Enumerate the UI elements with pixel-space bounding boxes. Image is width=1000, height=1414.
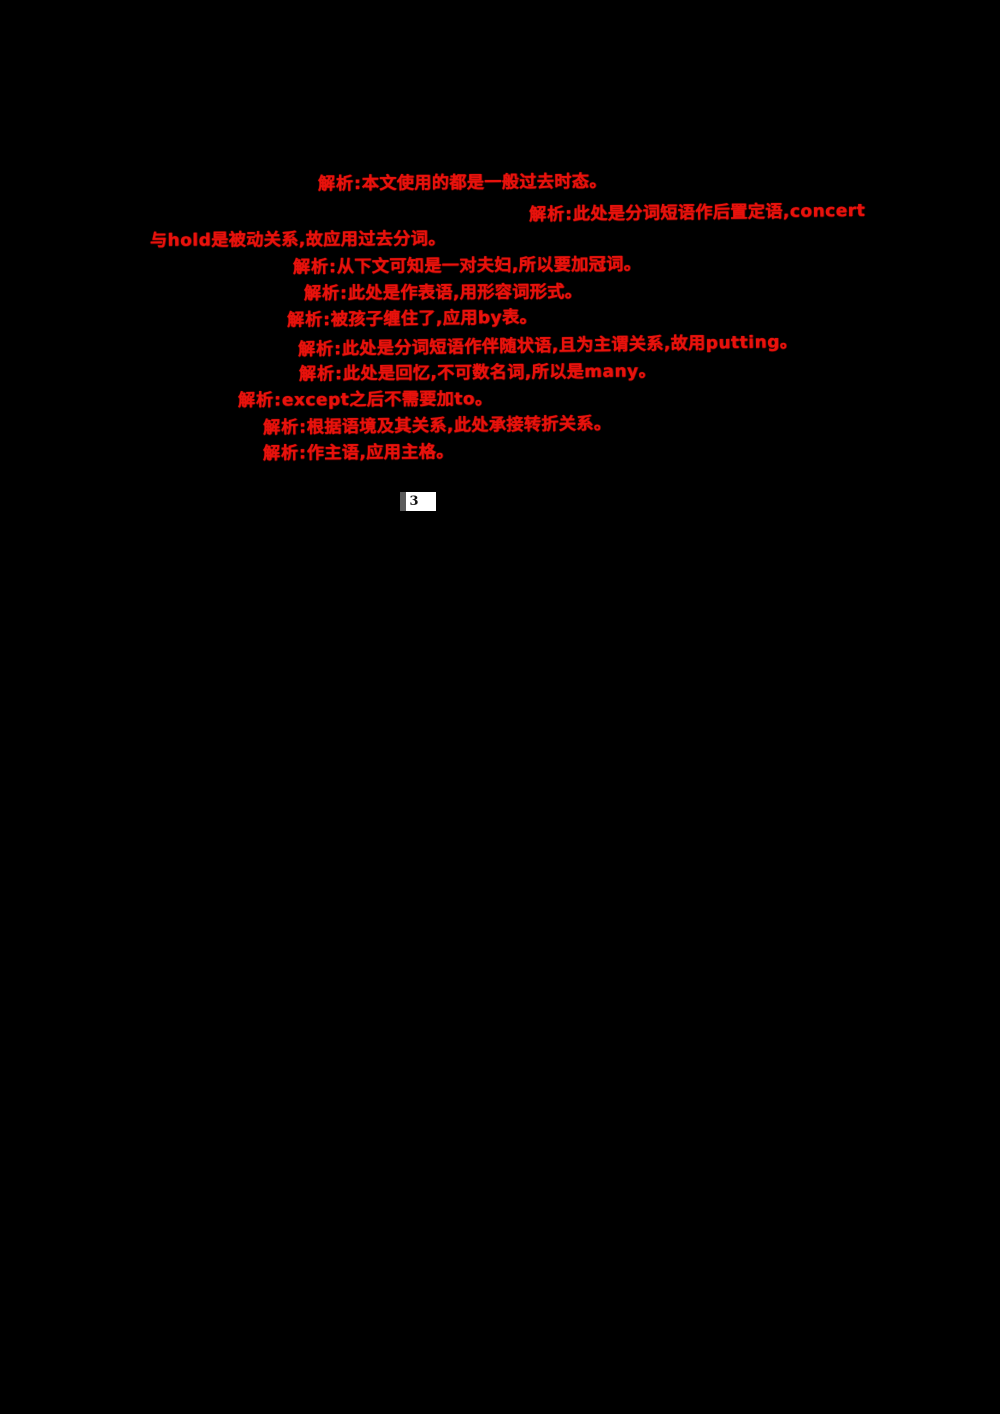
page-number-value: 3 [409, 494, 419, 509]
annotation-text-4: 从下文可知是一对夫妇,所以要加冠词。 [336, 254, 642, 278]
annotation-line-11: 解析:作主语,应用主格。 [262, 442, 454, 464]
page-number-mark: 3 [406, 492, 436, 511]
annotation-label-11: 解析: [262, 443, 307, 464]
annotation-text-10: 根据语境及其关系,此处承接转折关系。 [306, 413, 612, 438]
annotation-label-7: 解析: [297, 339, 342, 360]
annotation-line-10: 解析:根据语境及其关系,此处承接转折关系。 [262, 413, 612, 439]
annotation-line-6: 解析:被孩子缠住了,应用by表。 [286, 307, 538, 331]
annotation-text-5: 此处是作表语,用形容词形式。 [347, 282, 583, 304]
annotation-text-8: 此处是回忆,不可数名词,所以是many。 [342, 361, 657, 385]
annotation-label-2: 解析: [528, 204, 573, 226]
annotation-text-3: 与hold是被动关系,故应用过去分词。 [149, 229, 446, 251]
annotation-text-6: 被孩子缠住了,应用by表。 [330, 307, 538, 330]
annotation-label-9: 解析: [237, 390, 282, 411]
annotation-text-1: 本文使用的都是一般过去时态。 [361, 171, 607, 194]
annotation-line-7: 解析:此处是分词短语作伴随状语,且为主谓关系,故用putting。 [297, 332, 798, 360]
annotation-label-6: 解析: [286, 309, 331, 331]
annotation-line-4: 解析:从下文可知是一对夫妇,所以要加冠词。 [292, 254, 642, 278]
annotation-line-8: 解析:此处是回忆,不可数名词,所以是many。 [298, 361, 657, 385]
annotation-label-8: 解析: [298, 364, 343, 385]
annotation-line-9: 解析:except之后不需要加to。 [237, 389, 493, 411]
annotation-label-5: 解析: [303, 283, 348, 304]
annotation-line-5: 解析:此处是作表语,用形容词形式。 [303, 282, 583, 304]
annotation-text-7: 此处是分词短语作伴随状语,且为主谓关系,故用putting。 [341, 332, 798, 360]
annotation-label-4: 解析: [292, 257, 337, 278]
page-number-shadow [400, 492, 409, 511]
annotation-line-3: 与hold是被动关系,故应用过去分词。 [149, 229, 446, 251]
annotation-label-10: 解析: [262, 417, 307, 439]
annotation-text-11: 作主语,应用主格。 [306, 442, 454, 464]
annotation-text-2: 此处是分词短语作后置定语,concert [572, 200, 866, 225]
annotation-label-1: 解析: [317, 173, 362, 195]
annotation-line-1: 解析:本文使用的都是一般过去时态。 [317, 171, 607, 195]
annotation-line-2: 解析:此处是分词短语作后置定语,concert [528, 200, 866, 226]
annotation-text-9: except之后不需要加to。 [281, 389, 493, 411]
